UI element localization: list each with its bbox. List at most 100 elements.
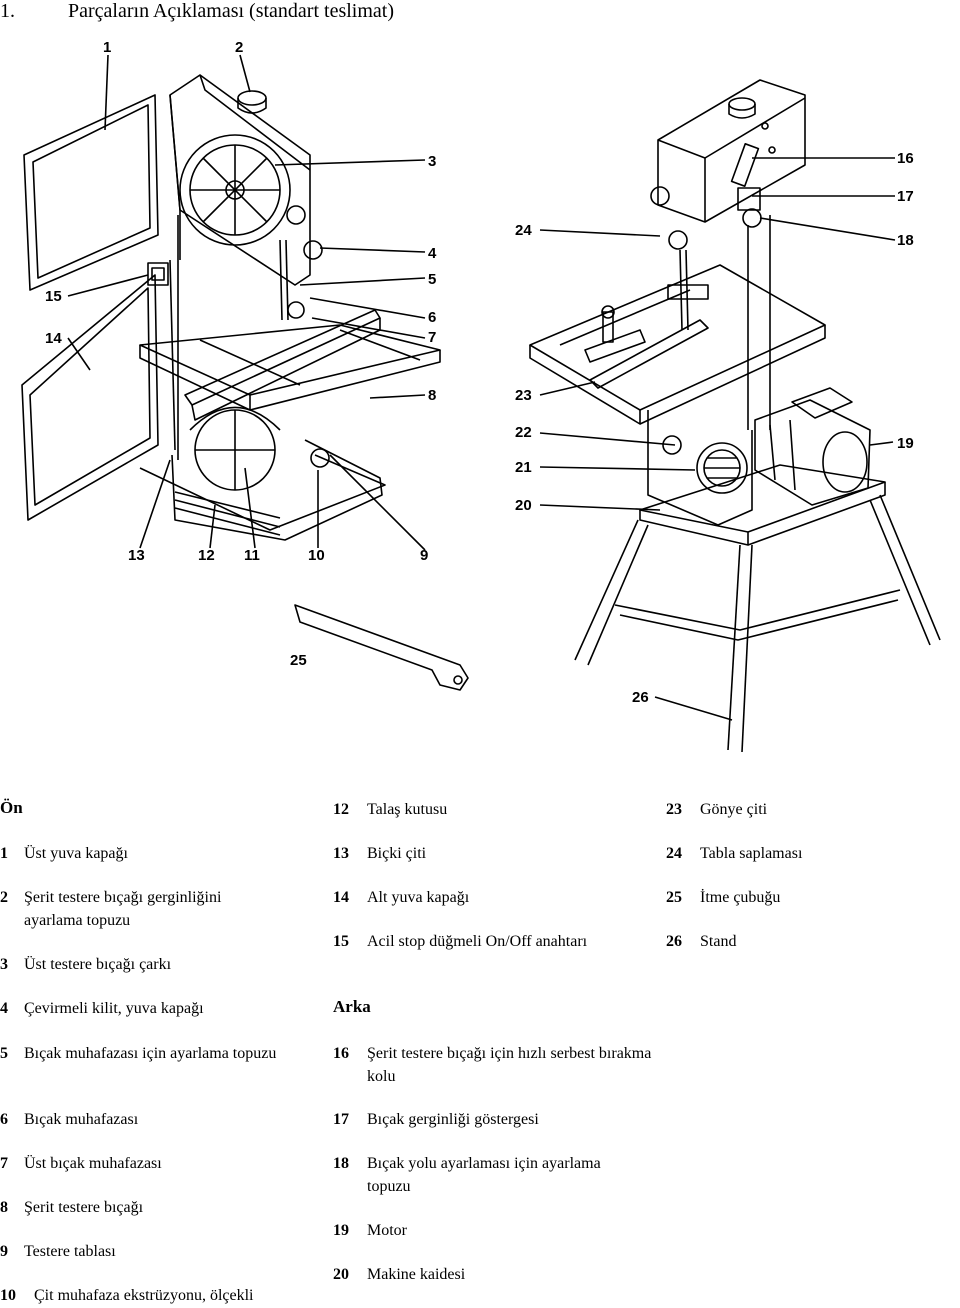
list-item: 8 Şerit testere bıçağı xyxy=(0,1196,300,1219)
item-number: 10 xyxy=(0,1287,16,1304)
item-text: Şerit testere bıçağı gerginliğini ayarla… xyxy=(24,889,222,929)
item-number: 17 xyxy=(333,1111,349,1128)
item-number: 8 xyxy=(0,1199,8,1216)
item-number: 9 xyxy=(0,1243,8,1260)
list-item: 25 İtme çubuğu xyxy=(666,886,956,909)
list-item: 18 Bıçak yolu ayarlaması için ayarlama t… xyxy=(333,1152,653,1198)
item-number: 20 xyxy=(333,1266,349,1283)
item-text: Acil stop düğmeli On/Off anahtarı xyxy=(367,933,588,950)
list-item: 1 Üst yuva kapağı xyxy=(0,842,300,865)
list-item: 6 Bıçak muhafazası xyxy=(0,1108,300,1131)
item-number: 24 xyxy=(666,845,682,862)
callout-9: 9 xyxy=(420,547,428,564)
item-text: Çit muhafaza ekstrüzyonu, ölçekli xyxy=(34,1287,254,1304)
list-item: 7 Üst bıçak muhafazası xyxy=(0,1152,300,1175)
item-text: Çevirmeli kilit, yuva kapağı xyxy=(24,1000,204,1017)
list-item: 2 Şerit testere bıçağı gerginliğini ayar… xyxy=(0,886,300,932)
item-text: Bıçak muhafazası için ayarlama topuzu xyxy=(24,1045,277,1062)
list-item: 19 Motor xyxy=(333,1219,653,1242)
item-number: 25 xyxy=(666,889,682,906)
callout-22: 22 xyxy=(515,424,532,441)
section-front: Ön xyxy=(0,798,23,817)
item-number: 1 xyxy=(0,845,8,862)
item-text: Alt yuva kapağı xyxy=(367,889,470,906)
callout-1: 1 xyxy=(103,39,111,56)
callout-14: 14 xyxy=(45,330,62,347)
callout-26: 26 xyxy=(632,689,649,706)
callout-19: 19 xyxy=(897,435,914,452)
callout-25: 25 xyxy=(290,652,307,669)
callout-7: 7 xyxy=(428,329,436,346)
section-back: Arka xyxy=(333,997,371,1016)
callout-12: 12 xyxy=(198,547,215,564)
page-heading: 1. Parçaların Açıklaması (standart teslim… xyxy=(0,0,394,23)
item-text: Üst testere bıçağı çarkı xyxy=(24,956,172,973)
item-number: 18 xyxy=(333,1155,349,1172)
item-text: Bıçak yolu ayarlaması için ayarlama topu… xyxy=(367,1155,601,1195)
callout-4: 4 xyxy=(428,245,437,262)
list-item: 26 Stand xyxy=(666,930,956,953)
heading-number: 1. xyxy=(0,0,15,22)
list-item: 16 Şerit testere bıçağı için hızlı serbe… xyxy=(333,1042,653,1088)
item-text: Makine kaidesi xyxy=(367,1266,466,1283)
callout-18: 18 xyxy=(897,232,914,249)
callout-21: 21 xyxy=(515,459,532,476)
callout-8: 8 xyxy=(428,387,436,404)
item-number: 23 xyxy=(666,801,682,818)
list-item: 9 Testere tablası xyxy=(0,1240,300,1263)
list-item: 14 Alt yuva kapağı xyxy=(333,886,643,909)
item-number: 12 xyxy=(333,801,349,818)
callout-20: 20 xyxy=(515,497,532,514)
item-number: 3 xyxy=(0,956,8,973)
callout-16: 16 xyxy=(897,150,914,167)
callout-5: 5 xyxy=(428,271,436,288)
item-number: 14 xyxy=(333,889,349,906)
item-text: Üst bıçak muhafazası xyxy=(24,1155,162,1172)
item-number: 15 xyxy=(333,933,349,950)
callout-23: 23 xyxy=(515,387,532,404)
item-text: İtme çubuğu xyxy=(700,889,781,906)
list-item: 10 Çit muhafaza ekstrüzyonu, ölçekli xyxy=(0,1284,320,1307)
item-number: 26 xyxy=(666,933,682,950)
item-number: 6 xyxy=(0,1111,8,1128)
item-number: 13 xyxy=(333,845,349,862)
list-item: 5 Bıçak muhafazası için ayarlama topuzu xyxy=(0,1042,300,1065)
callout-17: 17 xyxy=(897,188,914,205)
list-item: 24 Tabla saplaması xyxy=(666,842,956,865)
item-number: 16 xyxy=(333,1045,349,1062)
item-number: 4 xyxy=(0,1000,8,1017)
item-text: Bıçak muhafazası xyxy=(24,1111,139,1128)
list-item: 15 Acil stop düğmeli On/Off anahtarı xyxy=(333,930,643,953)
item-text: Bıçak gerginliği göstergesi xyxy=(367,1111,539,1128)
list-item: 4 Çevirmeli kilit, yuva kapağı xyxy=(0,997,300,1020)
item-text: Biçki çiti xyxy=(367,845,427,862)
item-text: Şerit testere bıçağı için hızlı serbest … xyxy=(367,1045,652,1085)
list-item: 23 Gönye çiti xyxy=(666,798,956,821)
callout-13: 13 xyxy=(128,547,145,564)
callout-2: 2 xyxy=(235,39,243,56)
item-text: Tabla saplaması xyxy=(700,845,803,862)
item-text: Üst yuva kapağı xyxy=(24,845,128,862)
list-item: 3 Üst testere bıçağı çarkı xyxy=(0,953,300,976)
item-number: 7 xyxy=(0,1155,8,1172)
band-saw-diagram: 1 2 3 4 5 6 7 8 9 10 11 12 13 14 15 16 1… xyxy=(21,39,941,753)
callout-11: 11 xyxy=(244,547,260,564)
list-item: 20 Makine kaidesi xyxy=(333,1263,653,1286)
callout-24: 24 xyxy=(515,222,532,239)
item-number: 2 xyxy=(0,889,8,906)
item-number: 19 xyxy=(333,1222,349,1239)
item-text: Gönye çiti xyxy=(700,801,768,818)
item-text: Şerit testere bıçağı xyxy=(24,1199,144,1216)
heading-title: Parçaların Açıklaması (standart teslimat… xyxy=(68,0,394,22)
list-item: 17 Bıçak gerginliği göstergesi xyxy=(333,1108,653,1131)
callout-15: 15 xyxy=(45,288,62,305)
callout-10: 10 xyxy=(308,547,325,564)
item-text: Stand xyxy=(700,933,737,950)
item-text: Testere tablası xyxy=(24,1243,116,1260)
list-item: 13 Biçki çiti xyxy=(333,842,643,865)
item-number: 5 xyxy=(0,1045,8,1062)
callout-3: 3 xyxy=(428,153,436,170)
callout-6: 6 xyxy=(428,309,436,326)
item-text: Motor xyxy=(367,1222,407,1239)
item-text: Talaş kutusu xyxy=(367,801,448,818)
